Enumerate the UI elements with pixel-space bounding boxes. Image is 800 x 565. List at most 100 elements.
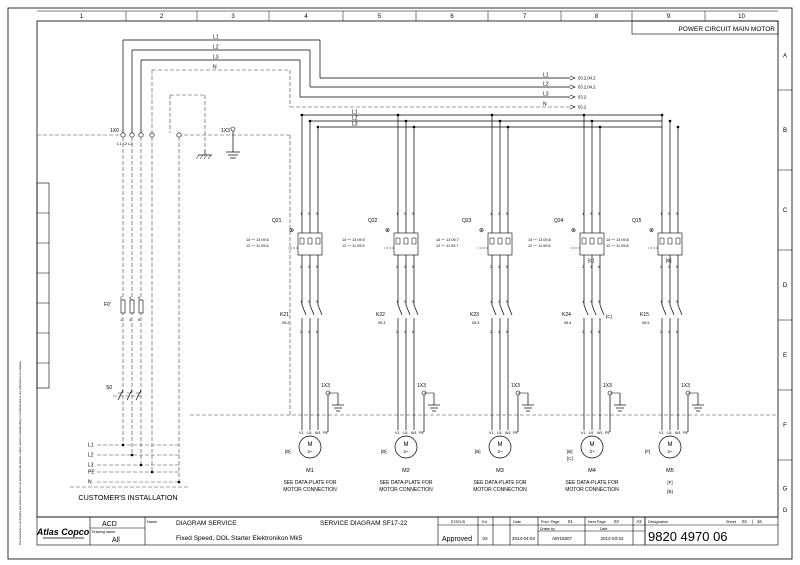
contactor-contact [491,304,497,316]
contactor-contact [413,304,419,316]
tb-ed: 03 [482,536,488,541]
contactor-pin-bottom: 2 [582,329,585,334]
column-label: 1 [80,14,84,20]
motor-terminal: PE [683,431,689,435]
motor-terminal: W1 [675,431,681,435]
motor-code: [B] [381,449,387,454]
fuse-pin-top: 6 [138,295,141,300]
contactor-contact [599,304,605,316]
tb-status-label: STATUS [451,520,466,524]
motor-terminal: V1 [489,431,494,435]
contactor-pin-top: 3 [404,299,407,304]
breaker-pin-top: 5 [506,211,509,216]
motor-phase: 3~ [307,449,313,454]
tb-sheet-total: 16 [757,519,762,524]
contactor-pin-bottom: 2 [300,329,303,334]
contactor-pin-bottom: 6 [598,329,601,334]
tb-date2: 2012-03-22 [600,536,624,541]
bus-junction [590,119,594,123]
breaker-pin-bottom: 6 [598,264,601,269]
breaker-aux-ref: 12 〜 11 09.8 [606,244,629,248]
motor-symbol [488,435,512,459]
customer-junction [177,480,181,484]
breaker-label: Q24 [554,218,564,224]
breaker-trip [411,237,417,245]
bus-junction [582,113,586,117]
column-label: 2 [160,14,164,20]
motor-terminal: V1 [299,431,304,435]
motor-phase: 3~ [667,449,673,454]
motor-symbol [298,435,322,459]
motor-terminal: U1 [403,431,408,435]
breaker-pin-bottom: 2 [660,264,663,269]
bus-junction [316,125,320,129]
contactor-pin-bottom: 4 [668,329,671,334]
row-label: G [783,487,788,493]
breaker-aux-ref: 14 〜 13 09.8 [606,238,629,242]
breaker-icon: ⊕ [571,228,576,234]
breaker-icon: ⊕ [289,228,294,234]
breaker-code: [B] [666,258,672,263]
row-label: D [783,283,788,289]
contactor-ref: 05.3 [472,321,479,325]
motor-m: M [308,442,313,448]
customer-label: CUSTOMER'S INSTALLATION [78,493,177,502]
bus-junction [668,119,672,123]
tb-designation: 9820 4970 06 [648,529,728,544]
motor-terminal: W1 [505,431,511,435]
contactor-pin-bottom: 6 [412,329,415,334]
contactor-pin-bottom: 4 [308,329,311,334]
breaker-pin-top: 1 [300,211,303,216]
breaker-pin-top: 3 [590,211,593,216]
breaker-icon: ⊕ [479,228,484,234]
tb-sheet: 02 [742,519,747,524]
tb-name-2: Fixed Speed, DOL Starter Elektronikon Mk… [176,535,303,542]
row-label: F [783,423,787,429]
motor-label: M1 [306,468,314,474]
outer-frame [7,7,793,560]
contactor-contact [405,304,411,316]
contactor-code: [C] [606,314,612,319]
fuse-element [129,299,135,314]
sheet-title-box [631,20,779,35]
contactor-pin-bottom: 4 [404,329,407,334]
breaker-aux-ref: 14 〜 13 09.6 [246,238,269,242]
bus-junction [404,119,408,123]
motor-m: M [668,442,673,448]
contactor-pin-top: 5 [676,299,679,304]
bus-junction [676,125,680,129]
tb-status: Approved [442,536,472,543]
chassis-hatch [207,154,212,160]
breaker-trip [581,237,587,245]
bus-ref: 03.2 [578,105,587,110]
bus-label-top: L1 [213,35,219,41]
breaker-pin-top: 3 [404,211,407,216]
breaker-trip [395,237,401,245]
contactor-pin-bottom: 4 [498,329,501,334]
breaker-trip [659,237,665,245]
terminal-circle [138,132,144,138]
breaker-pin-top: 1 [490,211,493,216]
tb-ed-label: Ed. [482,520,488,524]
breaker-trip [597,237,603,245]
bus-arrow [569,84,576,90]
motor-m: M [498,442,503,448]
power-bus [37,39,778,416]
breaker-pin-bottom: 2 [490,264,493,269]
motor-m: M [590,442,595,448]
bus-junction [300,113,304,117]
contactor-pin-bottom: 4 [590,329,593,334]
contactor-pin-top: 5 [506,299,509,304]
column-label: 8 [595,14,599,20]
terminal-circle [120,132,126,138]
bus-label-top: L2 [213,45,219,51]
column-label: 6 [450,14,454,20]
breaker-label: Q15 [632,218,642,224]
tb-prev: 01 [568,519,573,524]
tb-sheet-sep: | [752,519,753,524]
